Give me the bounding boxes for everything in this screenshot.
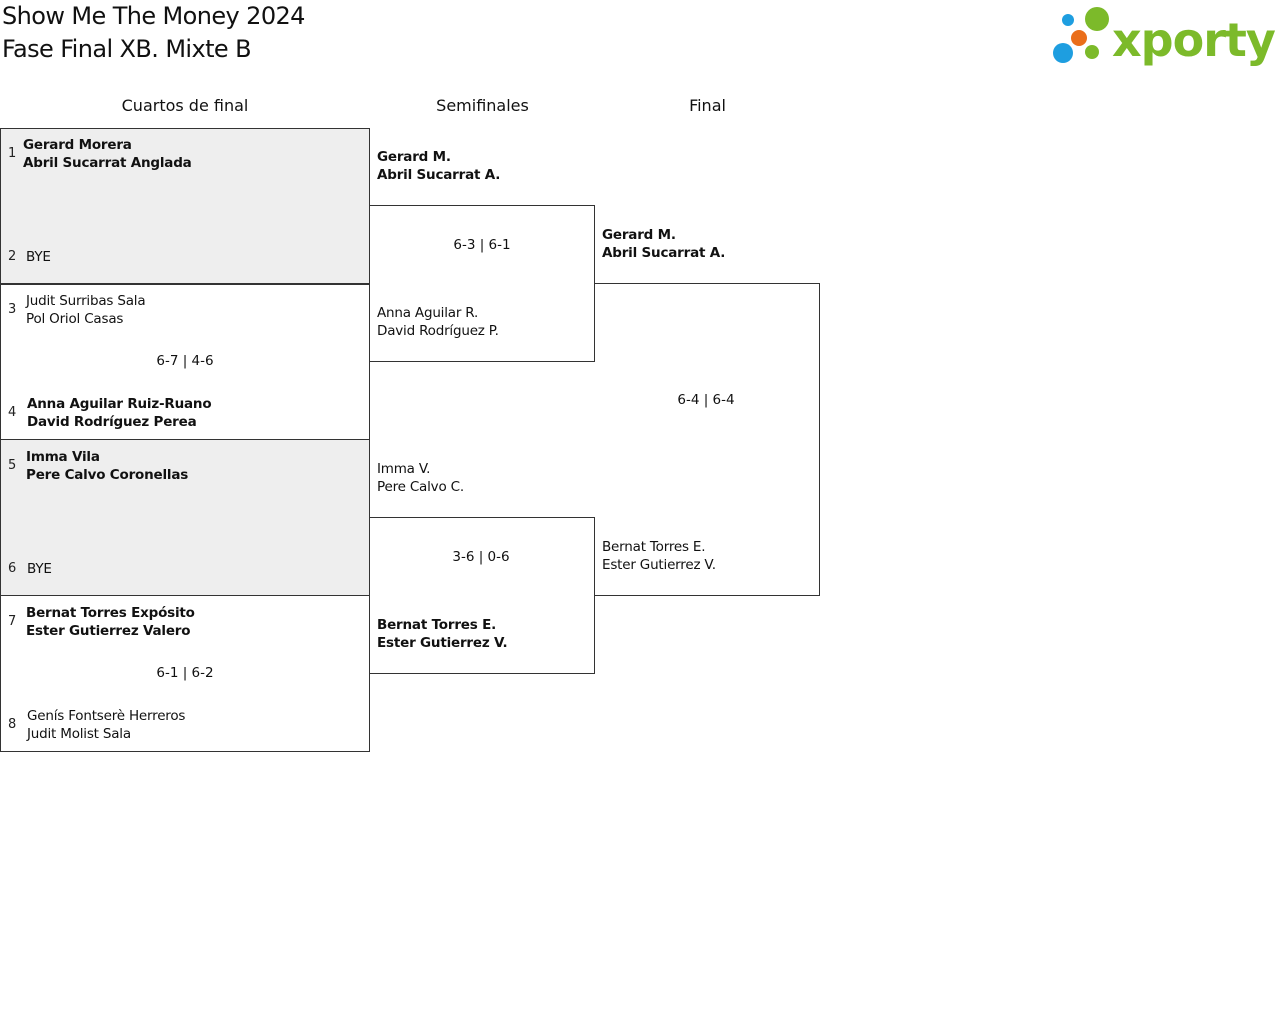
player-name: Bernat Torres E. [377, 617, 497, 633]
player-name: Anna Aguilar R. [377, 305, 479, 321]
sf2-top-team[interactable]: Imma V. Pere Calvo C. [377, 460, 464, 496]
seed-number: 1 [8, 146, 17, 161]
seed-number: 7 [8, 614, 17, 629]
match-score: 6-1 | 6-2 [156, 665, 214, 681]
player-name: Anna Aguilar Ruiz-Ruano [27, 396, 212, 412]
seed-number: 4 [8, 405, 17, 420]
column-header-quarterfinals: Cuartos de final [121, 96, 249, 115]
qf4-bottom-team[interactable]: Genís Fontserè Herreros Judit Molist Sal… [27, 707, 185, 743]
player-name: Bernat Torres Expósito [26, 605, 195, 621]
column-header-final: Final [689, 96, 726, 115]
player-name: Judit Surribas Sala [26, 293, 146, 309]
qf-match-1: 1 Gerard Morera Abril Sucarrat Anglada 2… [0, 128, 370, 285]
match-score: 6-3 | 6-1 [453, 237, 511, 253]
player-name: Imma V. [377, 461, 431, 477]
qf-match-2: 3 Judit Surribas Sala Pol Oriol Casas 6-… [0, 283, 370, 440]
sf2-bottom-team[interactable]: Bernat Torres E. Ester Gutierrez V. [377, 616, 508, 652]
player-name: Judit Molist Sala [27, 726, 131, 742]
qf3-bottom-team[interactable]: BYE [27, 560, 52, 578]
player-name: BYE [27, 561, 52, 577]
player-name: Gerard Morera [23, 137, 132, 153]
column-header-semifinals: Semifinales [436, 96, 529, 115]
seed-number: 3 [8, 302, 17, 317]
seed-number: 5 [8, 458, 17, 473]
player-name: David Rodríguez Perea [27, 414, 197, 430]
qf-match-4: 7 Bernat Torres Expósito Ester Gutierrez… [0, 595, 370, 752]
player-name: Genís Fontserè Herreros [27, 708, 186, 724]
seed-number: 6 [8, 561, 17, 576]
final-bottom-team[interactable]: Bernat Torres E. Ester Gutierrez V. [602, 538, 716, 574]
player-name: Bernat Torres E. [602, 539, 706, 555]
player-name: Abril Sucarrat A. [602, 245, 726, 261]
player-name: Abril Sucarrat A. [377, 167, 501, 183]
qf2-top-team[interactable]: Judit Surribas Sala Pol Oriol Casas [26, 292, 146, 328]
player-name: BYE [26, 249, 51, 265]
player-name: Ester Gutierrez Valero [26, 623, 191, 639]
player-name: Ester Gutierrez V. [602, 557, 716, 573]
qf2-bottom-team[interactable]: Anna Aguilar Ruiz-Ruano David Rodríguez … [27, 395, 212, 431]
match-score: 6-7 | 4-6 [156, 353, 214, 369]
final-top-team[interactable]: Gerard M. Abril Sucarrat A. [602, 226, 725, 262]
player-name: Pere Calvo Coronellas [26, 467, 189, 483]
page-title: Show Me The Money 2024 [2, 2, 305, 30]
player-name: Pol Oriol Casas [26, 311, 124, 327]
qf4-top-team[interactable]: Bernat Torres Expósito Ester Gutierrez V… [26, 604, 195, 640]
seed-number: 8 [8, 717, 17, 732]
match-score: 3-6 | 0-6 [452, 549, 510, 565]
qf1-top-team[interactable]: Gerard Morera Abril Sucarrat Anglada [23, 136, 192, 172]
final-match: 6-4 | 6-4 Bernat Torres E. Ester Gutierr… [594, 283, 820, 596]
sf-match-2: 3-6 | 0-6 Bernat Torres E. Ester Gutierr… [369, 517, 595, 674]
sf1-top-team[interactable]: Gerard M. Abril Sucarrat A. [377, 148, 500, 184]
xporty-logo-mark: xporty [1053, 7, 1277, 67]
sf-match-1: 6-3 | 6-1 Anna Aguilar R. David Rodrígue… [369, 205, 595, 362]
player-name: Gerard M. [377, 149, 451, 165]
qf-match-3: 5 Imma Vila Pere Calvo Coronellas 6 BYE [0, 439, 370, 596]
player-name: David Rodríguez P. [377, 323, 499, 339]
player-name: Gerard M. [602, 227, 676, 243]
seed-number: 2 [8, 249, 17, 264]
qf3-top-team[interactable]: Imma Vila Pere Calvo Coronellas [26, 448, 188, 484]
player-name: Imma Vila [26, 449, 100, 465]
qf1-bottom-team[interactable]: BYE [26, 248, 51, 266]
sf1-bottom-team[interactable]: Anna Aguilar R. David Rodríguez P. [377, 304, 499, 340]
logo-text: xporty [1112, 13, 1276, 67]
xporty-logo[interactable]: xporty [1050, 4, 1277, 68]
player-name: Ester Gutierrez V. [377, 635, 508, 651]
player-name: Pere Calvo C. [377, 479, 464, 495]
page-subtitle: Fase Final XB. Mixte B [2, 35, 252, 63]
match-score: 6-4 | 6-4 [677, 392, 735, 408]
player-name: Abril Sucarrat Anglada [23, 155, 192, 171]
